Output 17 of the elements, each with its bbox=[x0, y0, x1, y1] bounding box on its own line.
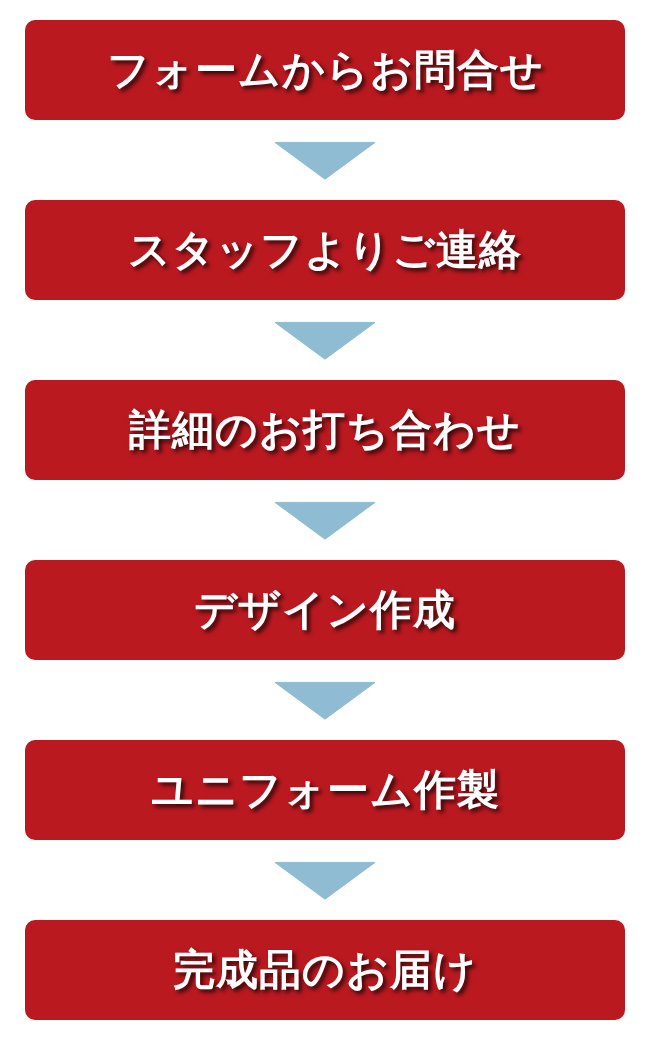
down-arrow bbox=[274, 141, 376, 180]
step-box bbox=[25, 920, 625, 1020]
step-box bbox=[25, 200, 625, 300]
step-label: ユニフォーム作製 bbox=[150, 764, 500, 816]
down-arrow bbox=[274, 681, 376, 720]
down-arrow bbox=[274, 321, 376, 360]
down-arrow bbox=[274, 501, 376, 540]
step-label: 詳細のお打ち合わせ bbox=[129, 404, 521, 456]
down-arrow bbox=[274, 861, 376, 900]
step-box bbox=[25, 560, 625, 660]
step-label: 完成品のお届け bbox=[173, 944, 477, 996]
step-label: デザイン作成 bbox=[194, 584, 456, 636]
step-box bbox=[25, 740, 625, 840]
step-box bbox=[25, 380, 625, 480]
step-label: スタッフよりご連絡 bbox=[128, 224, 522, 276]
step-box bbox=[25, 20, 625, 120]
step-label: フォームからお問合せ bbox=[106, 44, 544, 96]
